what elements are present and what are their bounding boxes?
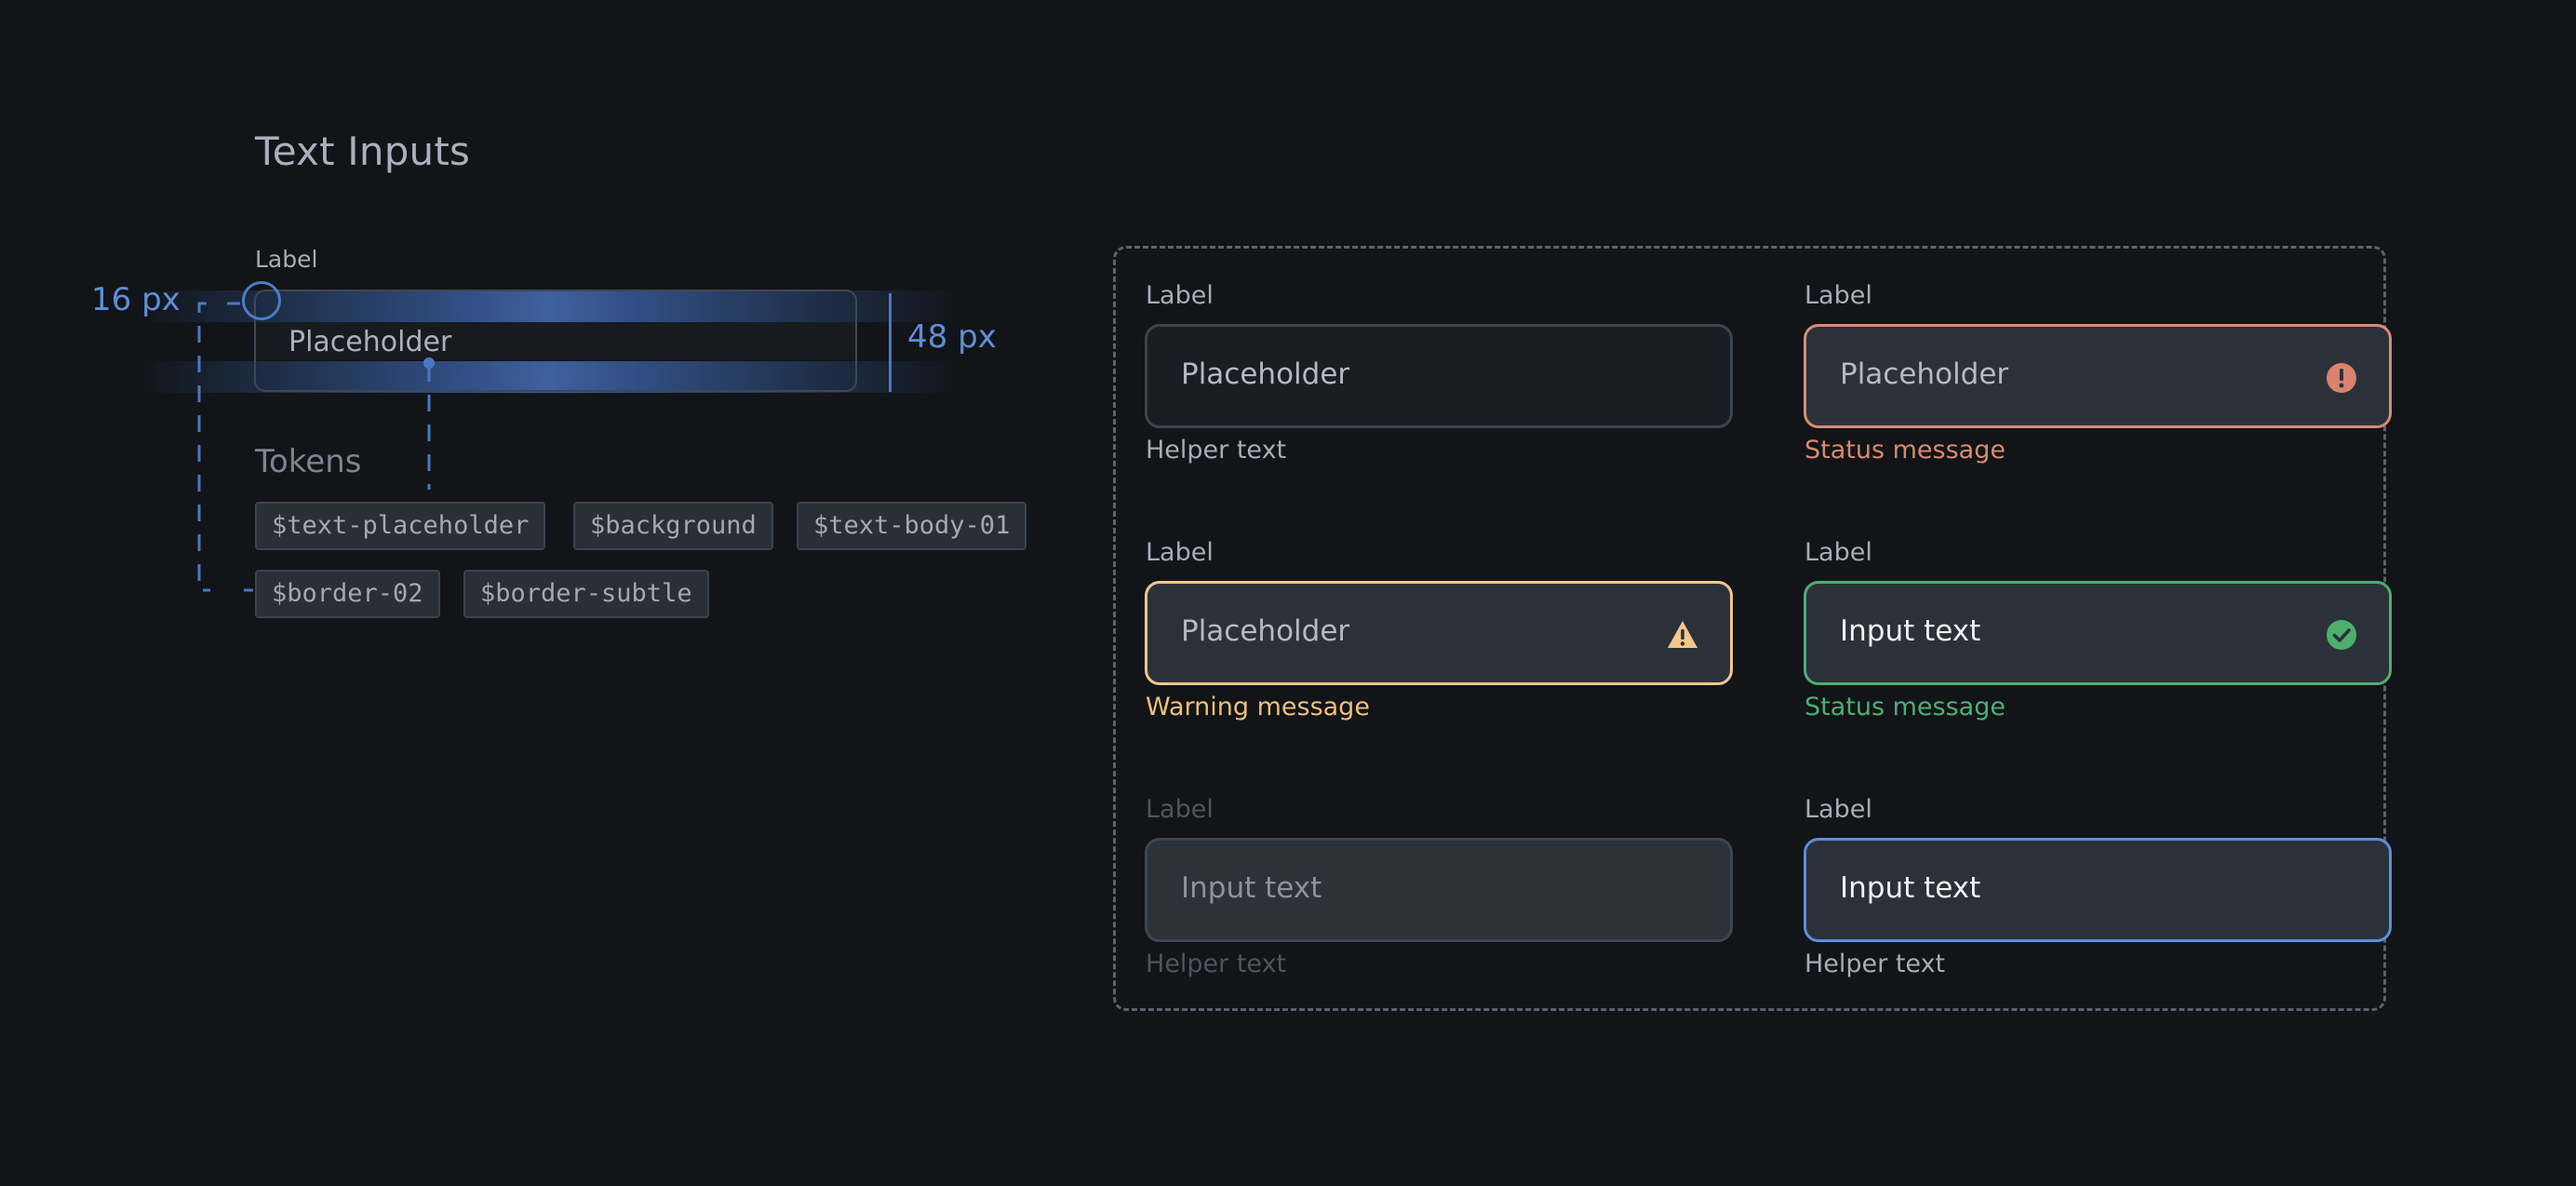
field-label: Label [1805, 538, 1872, 567]
checkmark-icon [2327, 620, 2356, 650]
tokens-heading: Tokens [255, 443, 362, 480]
token-border-02: $border-02 [255, 570, 440, 618]
input-value: Input text [1181, 871, 1322, 905]
corner-marker [242, 281, 281, 320]
anatomy-placeholder: Placeholder [288, 326, 452, 358]
field-label: Label [1146, 281, 1214, 310]
helper-text: Helper text [1146, 436, 1287, 465]
padding-highlight-bottom [140, 361, 959, 393]
field-label: Label [1146, 795, 1214, 824]
warning-icon [1668, 621, 1697, 648]
height-measure: 48 px [907, 318, 997, 356]
anatomy-label: Label [255, 246, 318, 273]
warning-message: Warning message [1146, 693, 1370, 721]
token-connector-lines [197, 302, 435, 592]
field-label: Label [1146, 538, 1214, 567]
text-input-error[interactable]: Placeholder [1804, 324, 2392, 428]
helper-text: Helper text [1805, 950, 1946, 978]
status-message: Status message [1805, 693, 2006, 721]
token-text-body-01: $text-body-01 [797, 502, 1027, 550]
input-placeholder: Placeholder [1840, 357, 2009, 391]
text-input-disabled: Input text [1145, 838, 1733, 942]
helper-text: Helper text [1146, 950, 1287, 978]
text-input-success[interactable]: Input text [1804, 581, 2392, 685]
token-border-subtle: $border-subtle [463, 570, 709, 618]
token-text-placeholder: $text-placeholder [255, 502, 546, 550]
text-input-warning[interactable]: Placeholder [1145, 581, 1733, 685]
field-label: Label [1805, 281, 1872, 310]
content-area [256, 322, 855, 359]
field-label: Label [1805, 795, 1872, 824]
token-background: $background [573, 502, 773, 550]
status-message: Status message [1805, 436, 2006, 465]
height-measure-line [889, 293, 892, 392]
input-value: Input text [1840, 614, 1981, 648]
error-icon [2327, 363, 2356, 393]
input-placeholder: Placeholder [1181, 357, 1350, 391]
page-title: Text Inputs [255, 128, 471, 174]
anatomy-input [254, 290, 857, 392]
padding-measure: 16 px [91, 281, 181, 318]
input-placeholder: Placeholder [1181, 614, 1350, 648]
text-input-focus[interactable]: Input text [1804, 838, 2392, 942]
text-input-default[interactable]: Placeholder [1145, 324, 1733, 428]
input-value: Input text [1840, 871, 1981, 905]
